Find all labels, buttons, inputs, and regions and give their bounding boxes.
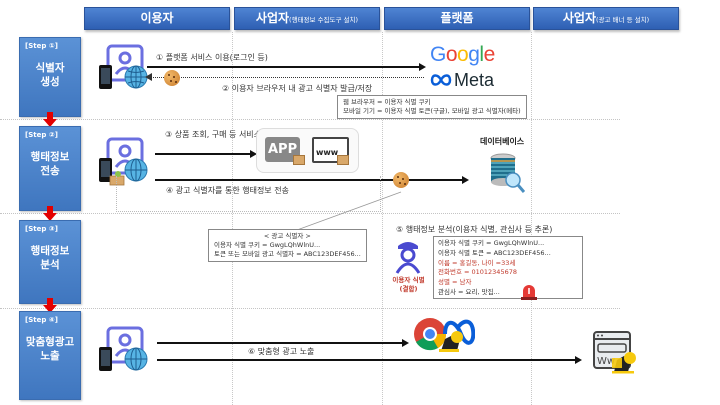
row-divider (0, 213, 620, 214)
cookie-icon (164, 70, 180, 86)
step-4-title: 맞춤형광고 노출 (25, 336, 75, 362)
step-4-number: [Step ④] (25, 316, 58, 324)
app-icon: APP (265, 137, 300, 162)
header-user-label: 이용자 (140, 11, 174, 25)
header-platform-label: 플랫폼 (440, 11, 474, 25)
down-arrow-icon (43, 206, 57, 221)
flow-3-arrow (155, 150, 257, 158)
step-2-title: 행태정보 전송 (30, 151, 70, 177)
header-user: 이용자 (84, 7, 230, 30)
header-business-banner: 사업자(광고 배너 등 설치) (533, 7, 679, 30)
step-1-number: [Step ①] (25, 42, 58, 50)
flow-2-arrow (145, 73, 424, 81)
profile-line: 전화번호 = 01012345678 (438, 268, 517, 277)
ad-identifier-line: 이용자 식별 쿠키 = GwgLQhWlnU... (214, 241, 321, 249)
flow-5-label: ⑤ 행태정보 분석(이용자 식별, 관심사 등 추론) (396, 225, 553, 234)
agent-icon (395, 242, 421, 274)
profile-line: 이용자 식별 쿠키 = GwgLQhWlnU... (438, 239, 545, 247)
step-2-number: [Step ②] (25, 131, 58, 139)
connector-line (296, 191, 402, 231)
identify-label: 이용자 식별 (결합) (386, 276, 431, 294)
step-3: [Step ③] 행태정보 분석 (19, 220, 81, 304)
flow-1-label: ① 플랫폼 서비스 이용(로그인 등) (156, 53, 268, 62)
flow-group-outline (116, 176, 381, 212)
profile-line: 이용자 식별 토큰 = ABC123DEF456... (438, 248, 551, 257)
step-3-number: [Step ③] (25, 225, 58, 233)
chrome-meta-ad-icon (414, 318, 475, 352)
profile-box: 이용자 식별 쿠키 = GwgLQhWlnU...이용자 식별 토큰 = ABC… (433, 236, 583, 299)
profile-line: 성별 = 남자 (438, 278, 472, 287)
svg-text:Ww: Ww (597, 356, 615, 367)
package-icon (337, 155, 349, 165)
identify-label-line: 이용자 식별 (392, 276, 425, 284)
step-1-title: 식별자 생성 (35, 62, 65, 88)
flow-1-arrow (147, 63, 426, 71)
profile-line: 관심사 = 요리, 맛집... (438, 287, 500, 296)
user-device-icon (99, 326, 148, 371)
flow-2-label: ② 이용자 브라우저 내 광고 식별자 발급/저장 (222, 84, 373, 93)
lane-divider (531, 32, 532, 405)
package-icon (293, 155, 305, 165)
user-device-icon (99, 44, 148, 89)
collector-tools-box: APP www (256, 128, 359, 173)
google-logo: Google (430, 43, 495, 66)
flow-4-label: ④ 광고 식별자를 통한 행태정보 전송 (166, 186, 289, 195)
cookie-icon (393, 172, 409, 188)
ad-identifier-title: < 광고 식별자 > (263, 232, 311, 240)
profile-line: 이름 = 홍길동, 나이 =33세 (438, 258, 516, 267)
step-3-title: 행태정보 분석 (30, 245, 70, 271)
flow-6a-arrow (157, 339, 409, 347)
flow-6b-arrow (157, 356, 582, 364)
flow-3-label: ③ 상품 조회, 구매 등 서비스 이용 (165, 130, 279, 139)
alert-siren-icon (521, 285, 537, 300)
lane-divider (382, 32, 383, 405)
step-2: [Step ②] 행태정보 전송 (19, 126, 81, 211)
flow-4-arrow (155, 176, 469, 184)
identifier-note-box: 웹 브라우저 = 이용자 식별 쿠키 모바일 기기 = 이용자 식별 토큰(구글… (337, 95, 527, 119)
step-1: [Step ①] 식별자 생성 (19, 37, 81, 117)
meta-infinity-icon (430, 74, 452, 86)
row-divider (0, 308, 620, 309)
flow-6-label: ⑥ 맞춤형 광고 노출 (248, 347, 315, 356)
header-business-banner-sub: (광고 배너 등 설치) (595, 16, 650, 24)
identifier-note-line: 모바일 기기 = 이용자 식별 토큰(구글), 모바일 광고 식별자(메타) (343, 107, 521, 115)
header-business-collector-label: 사업자 (255, 11, 290, 25)
header-platform: 플랫폼 (384, 7, 530, 30)
header-business-collector: 사업자(행태정보 수집도구 설치) (234, 7, 380, 30)
ad-identifier-line: 토큰 또는 모바일 광고 식별자 = ABC123DEF456... (214, 250, 361, 258)
user-device-icon (99, 137, 148, 186)
identify-label-line: (결합) (399, 285, 418, 293)
lane-divider (232, 32, 233, 405)
database-search-icon (490, 153, 525, 193)
meta-label: Meta (454, 69, 495, 90)
ad-identifier-box: < 광고 식별자 > 이용자 식별 쿠키 = GwgLQhWlnU... 토큰 … (208, 229, 367, 262)
header-business-collector-sub: (행태정보 수집도구 설치) (289, 16, 359, 24)
step-4: [Step ④] 맞춤형광고 노출 (19, 311, 81, 400)
header-business-banner-label: 사업자 (562, 11, 596, 25)
down-arrow-icon (43, 112, 57, 127)
website-ad-icon: Ww (593, 331, 636, 374)
row-divider (0, 119, 620, 120)
meta-logo: Meta (430, 70, 494, 90)
database-label: 데이터베이스 (480, 137, 525, 146)
identifier-note-line: 웹 브라우저 = 이용자 식별 쿠키 (343, 98, 431, 106)
down-arrow-icon (43, 298, 57, 313)
